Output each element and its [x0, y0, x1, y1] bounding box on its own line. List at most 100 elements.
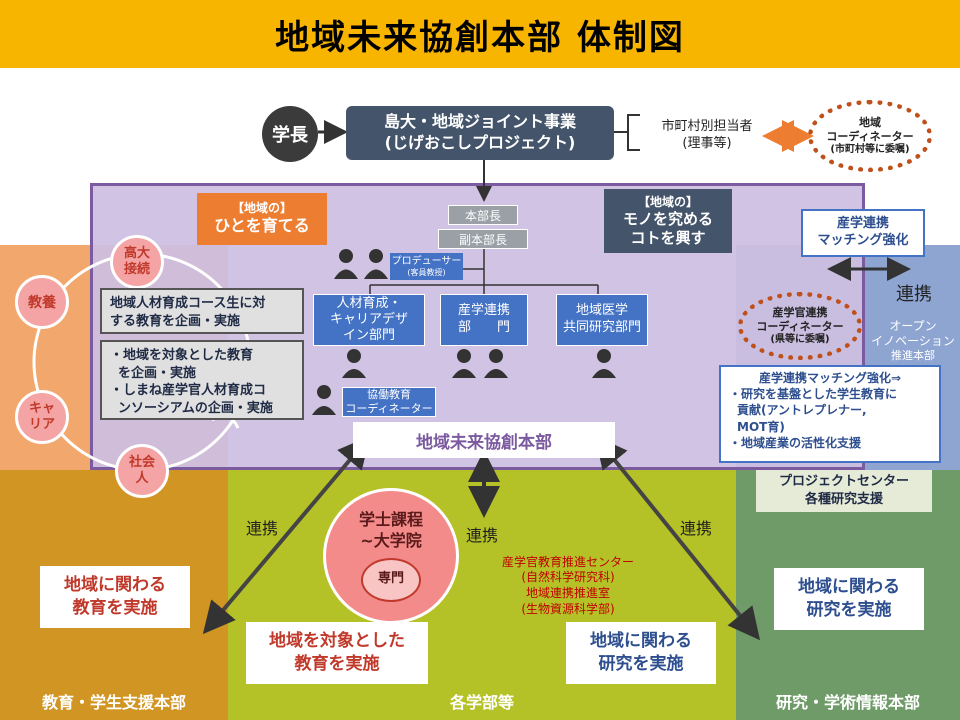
vice-director-label: 副本部長: [438, 229, 528, 249]
dept-career-line3: イン部門: [342, 328, 395, 344]
link-label-right: 連携: [896, 284, 932, 305]
career-circle: キャ リア: [15, 390, 69, 444]
degree-line1: 学士課程: [358, 510, 423, 530]
regional-coordinator-line3: (市町村等に委嘱): [830, 143, 910, 155]
box-mid-right-line2: 研究を実施: [598, 654, 684, 674]
matching-box: 産学連携 マッチング強化: [801, 209, 925, 257]
regional-coordinator-line1: 地域: [859, 116, 881, 129]
dept-career-line2: キャリアデザ: [329, 311, 408, 327]
regional-coordinator: 地域 コーディネーター (市町村等に委嘱): [808, 100, 932, 172]
center-text-line2: (自然科学研究科): [521, 570, 615, 585]
joint-project-box: 島大・地域ジョイント事業 (じげおこしプロジェクト): [346, 106, 614, 160]
career-line1: キャ: [28, 401, 55, 417]
box-regional-research-right: 地域に関わる 研究を実施: [774, 568, 924, 630]
industry-coordinator-line1: 産学官連携: [772, 306, 828, 319]
center-text-block: 産学官教育推進センター (自然科学研究科) 地域連携推進室 (生物資源科学部): [480, 552, 656, 620]
producer-line2: (客員教授): [407, 267, 446, 277]
footer-education-support: 教育・学生支援本部: [41, 693, 186, 712]
right-card-line2: ・研究を基盤とした学生教育に: [729, 387, 898, 402]
box-left-line2: 教育を実施: [72, 598, 158, 618]
producer-line1: プロデューサー: [391, 255, 462, 267]
left-card2-line4: ンソーシアムの企画・実施: [118, 400, 273, 416]
dept-career-design: 人材育成・ キャリアデザ イン部門: [313, 294, 425, 346]
highschool-link-circle: 高大 接続: [110, 235, 164, 289]
left-card1-line2: する教育を企画・実施: [110, 313, 241, 329]
adult-line2: 人: [135, 471, 149, 486]
joint-project-line2: (じげおこしプロジェクト): [384, 133, 576, 152]
people-box-line1: 【地域の】: [231, 200, 292, 215]
page-title: 地域未来協創本部 体制図: [275, 17, 685, 58]
matching-line2: マッチング強化: [817, 233, 909, 248]
municipal-line1: 市町村別担当者: [661, 119, 753, 135]
dept-career-line1: 人材育成・: [336, 295, 402, 311]
box-mid-line2: 教育を実施: [294, 654, 380, 674]
left-card2-line3: ・しまね産学官人材育成コ: [110, 383, 267, 399]
center-text-line1: 産学官教育推進センター: [501, 554, 634, 569]
box-regional-research-mid: 地域に関わる 研究を実施: [566, 622, 716, 684]
industry-coordinator-line2: コーディネーター: [756, 319, 844, 333]
box-mid-right-line1: 地域に関わる: [590, 631, 692, 652]
adult-learner-circle: 社会 人: [115, 444, 169, 498]
dept-industry-line1: 産学連携: [457, 303, 510, 319]
project-center-line1: プロジェクトセンター: [778, 474, 909, 490]
box-left-line1: 地域に関わる: [64, 575, 166, 596]
project-center-line2: 各種研究支援: [804, 492, 883, 507]
dept-industry-line2: 部 門: [457, 320, 510, 335]
dept-industry-collab: 産学連携 部 門: [440, 294, 528, 346]
career-line2: リア: [28, 417, 55, 432]
people-box-line2: ひとを育てる: [214, 216, 310, 236]
title-bar: [0, 0, 960, 68]
joint-project-line1: 島大・地域ジョイント事業: [383, 112, 576, 132]
footer-faculties: 各学部等: [449, 693, 514, 712]
center-text-line3: 地域連携推進室: [525, 586, 610, 600]
right-card-line5: ・地域産業の活性化支援: [729, 435, 862, 450]
degree-program-circle: 学士課程 ~大学院 専門: [323, 488, 459, 624]
right-card-line4: MOT育): [737, 419, 785, 434]
box-right-line1: 地域に関わる: [798, 577, 900, 598]
box-regional-target-education: 地域を対象とした 教育を実施: [246, 622, 428, 684]
right-card-matching-detail: 産学連携マッチング強化⇒ ・研究を基盤とした学生教育に 貢献(アントレプレナー,…: [719, 365, 941, 463]
regional-coordinator-line2: コーディネーター: [826, 129, 914, 143]
right-card-line3: 貢献(アントレプレナー,: [737, 403, 867, 418]
left-card2-line1: ・地域を対象とした教育: [110, 348, 254, 363]
left-card1-line1: 地域人材育成コース生に対: [110, 296, 266, 311]
center-text-line4: (生物資源科学部): [521, 601, 615, 616]
collab-coordinator-line2: コーディネーター: [345, 402, 433, 415]
left-card-course-education: 地域人材育成コース生に対 する教育を企画・実施: [100, 288, 304, 334]
headquarters-label: 地域未来協創本部: [353, 422, 615, 458]
dept-medical-line2: 共同研究部門: [562, 320, 641, 335]
link-label-right-bottom: 連携: [680, 519, 713, 538]
person-icon: [342, 349, 366, 378]
things-box-line1: 【地域の】: [637, 194, 698, 209]
collab-coordinator-label: 協働教育 コーディネーター: [342, 387, 436, 417]
people-development-box: 【地域の】 ひとを育てる: [197, 193, 327, 245]
left-card-regional-education: ・地域を対象とした教育 を企画・実施 ・しまね産学官人材育成コ ンソーシアムの企…: [100, 340, 304, 420]
things-box-line2: モノを究める: [622, 209, 713, 228]
footer-research-info: 研究・学術情報本部: [775, 693, 920, 712]
highschool-line2: 接続: [123, 262, 150, 277]
liberal-arts-circle: 教養: [15, 275, 69, 329]
degree-line2: ~大学院: [360, 531, 422, 550]
specialty-badge: 専門: [361, 557, 421, 602]
producer-person-icons: [334, 249, 388, 279]
person-pair-icon: [452, 349, 508, 378]
link-label-mid: 連携: [466, 526, 499, 545]
person-icon: [592, 349, 616, 378]
left-card2-line2: を企画・実施: [118, 365, 197, 381]
box-mid-line1: 地域を対象とした: [269, 631, 405, 652]
industry-coordinator: 産学官連携 コーディネーター (県等に委嘱): [738, 292, 862, 360]
right-card-line1: 産学連携マッチング強化⇒: [758, 371, 902, 385]
dept-medical-line1: 地域医学: [575, 303, 628, 319]
things-box-line3: コトを興す: [630, 228, 706, 247]
matching-line1: 産学連携: [836, 216, 889, 232]
municipal-contact: 市町村別担当者 (理事等): [642, 116, 772, 156]
president-circle: 学長: [262, 106, 318, 162]
director-label: 本部長: [448, 205, 518, 225]
collab-coordinator-line1: 協働教育: [367, 388, 411, 402]
adult-line1: 社会: [128, 455, 155, 471]
open-innovation-line2: イノベーション: [871, 334, 955, 349]
municipal-line2: (理事等): [682, 136, 732, 151]
producer-label: プロデューサー (客員教授): [390, 253, 463, 280]
open-innovation-line1: オープン: [889, 319, 937, 334]
box-regional-education: 地域に関わる 教育を実施: [40, 566, 190, 628]
